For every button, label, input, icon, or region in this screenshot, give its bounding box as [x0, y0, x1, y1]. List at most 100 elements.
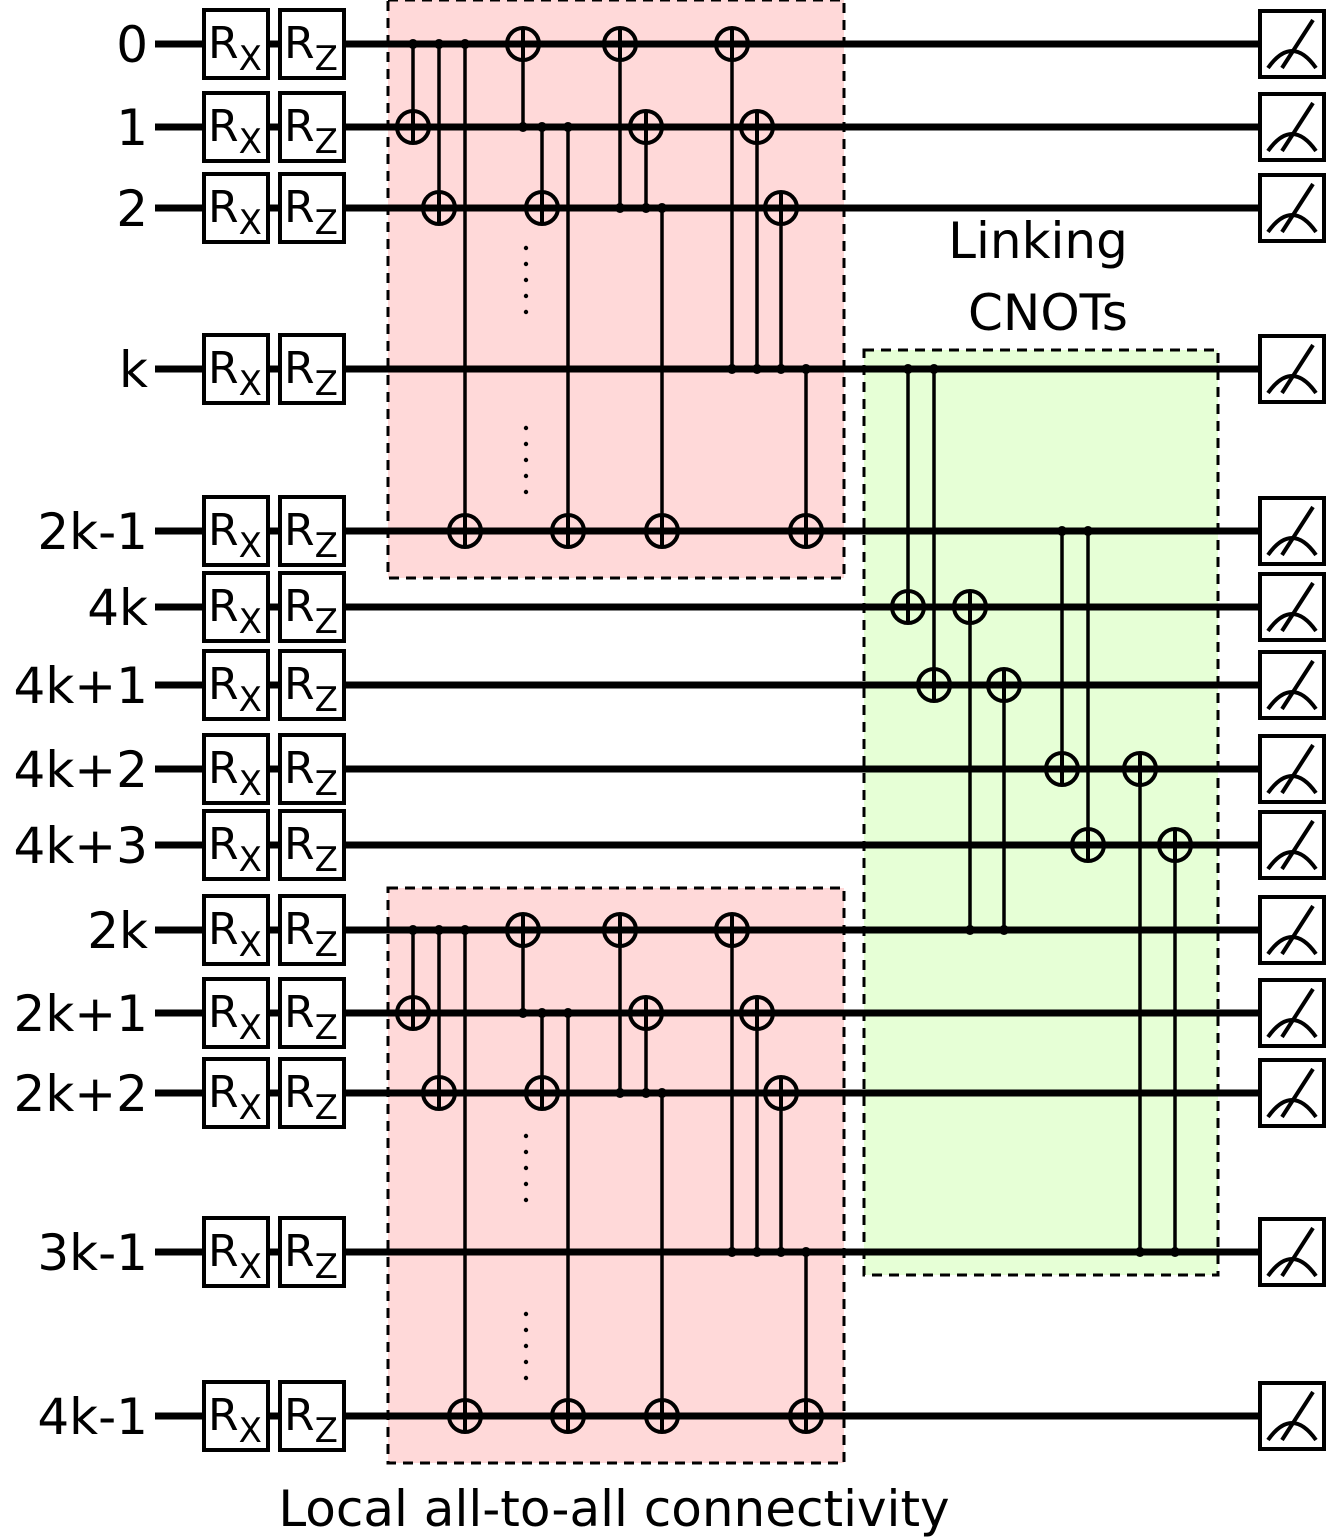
- rz-gate: RZ: [278, 8, 346, 80]
- cnot-target-icon: [628, 995, 664, 1031]
- cnot-target-icon: [739, 995, 775, 1031]
- cnot-target-icon: [550, 1398, 586, 1434]
- rx-gate: RX: [202, 571, 270, 643]
- measurement-meter-icon: [1258, 9, 1326, 79]
- gate-label: RZ: [284, 743, 338, 804]
- gate-box: [202, 894, 270, 966]
- rx-gate: RX: [202, 1057, 270, 1129]
- gate-box: [278, 571, 346, 643]
- cnot-target-icon: [714, 912, 750, 948]
- gate-label: RX: [208, 581, 262, 642]
- gate-label: RX: [208, 101, 262, 162]
- ellipsis-dot: [523, 245, 529, 251]
- cnot-control-dot-icon: [434, 39, 444, 49]
- gate-label: RZ: [284, 819, 338, 880]
- measurement-meter-icon: [1258, 572, 1326, 642]
- gate-box: [202, 172, 270, 244]
- ellipsis-dot: [523, 309, 529, 315]
- rx-gate: RX: [202, 91, 270, 163]
- qubit-label: 4k+2: [14, 741, 148, 799]
- qubit-label: 2k+2: [14, 1065, 148, 1123]
- cnot-control-dot-icon: [657, 1088, 667, 1098]
- measurement-meter-icon: [1258, 650, 1326, 720]
- gate-box: [278, 1380, 346, 1452]
- rx-gate: RX: [202, 333, 270, 405]
- ellipsis-dot: [523, 1327, 529, 1333]
- qubit-label: 1: [116, 99, 148, 157]
- cnot-control-dot-icon: [563, 122, 573, 132]
- rz-gate: RZ: [278, 91, 346, 163]
- local-connectivity-block-top: [386, 0, 846, 580]
- cnot-target-icon: [714, 26, 750, 62]
- gate-box: [202, 495, 270, 567]
- cnot-target-icon: [395, 995, 431, 1031]
- gate-box: [202, 1216, 270, 1288]
- qubit-label: k: [119, 341, 148, 399]
- qubit-label: 4k+1: [14, 657, 148, 715]
- cnot-control-dot-icon: [903, 364, 913, 374]
- ellipsis-dot: [523, 441, 529, 447]
- gate-box: [278, 8, 346, 80]
- rx-gate: RX: [202, 172, 270, 244]
- cnot-control-dot-icon: [460, 925, 470, 935]
- linking-title-line2: CNOTs: [968, 284, 1128, 342]
- cnot-target-icon: [505, 912, 541, 948]
- cnot-control-dot-icon: [1135, 1247, 1145, 1257]
- ellipsis-dot: [523, 457, 529, 463]
- cnot-control-dot-icon: [801, 1247, 811, 1257]
- gate-box: [278, 809, 346, 881]
- measurement-meter-icon: [1258, 734, 1326, 804]
- gate-box: [278, 91, 346, 163]
- gate-box: [202, 1057, 270, 1129]
- cnot-control-dot-icon: [1057, 526, 1067, 536]
- qubit-label: 3k-1: [37, 1224, 148, 1282]
- local-connectivity-block-bottom: [386, 886, 846, 1465]
- cnot-control-dot-icon: [929, 364, 939, 374]
- cnot-target-icon: [1157, 827, 1193, 863]
- cnot-target-icon: [421, 190, 457, 226]
- gate-label: RZ: [284, 101, 338, 162]
- cnot-control-dot-icon: [537, 122, 547, 132]
- rz-gate: RZ: [278, 733, 346, 805]
- cnot-target-icon: [447, 1398, 483, 1434]
- cnot-control-dot-icon: [727, 1247, 737, 1257]
- qubit-label: 2k-1: [37, 503, 148, 561]
- ellipsis-dot: [523, 473, 529, 479]
- gate-box: [278, 894, 346, 966]
- linking-title-line1: Linking: [948, 212, 1128, 270]
- cnot-control-dot-icon: [1083, 526, 1093, 536]
- cnot-target-icon: [602, 26, 638, 62]
- ellipsis-dot: [523, 489, 529, 495]
- measurement-meter-icon: [1258, 978, 1326, 1048]
- cnot-target-icon: [986, 667, 1022, 703]
- qubit-label: 4k-1: [37, 1388, 148, 1446]
- ellipsis-dot: [523, 1181, 529, 1187]
- cnot-control-dot-icon: [563, 1008, 573, 1018]
- cnot-control-dot-icon: [776, 1247, 786, 1257]
- gate-box: [278, 1057, 346, 1129]
- cnot-target-icon: [1070, 827, 1106, 863]
- cnot-control-dot-icon: [518, 1008, 528, 1018]
- rz-gate: RZ: [278, 333, 346, 405]
- measurement-meter-icon: [1258, 92, 1326, 162]
- ellipsis-dot: [523, 425, 529, 431]
- cnot-control-dot-icon: [752, 1247, 762, 1257]
- cnot-target-icon: [788, 1398, 824, 1434]
- cnot-target-icon: [628, 109, 664, 145]
- gate-box: [202, 1380, 270, 1452]
- cnot-control-dot-icon: [752, 364, 762, 374]
- cnot-target-icon: [447, 513, 483, 549]
- ellipsis-dot: [523, 261, 529, 267]
- gate-box: [202, 733, 270, 805]
- cnot-target-icon: [524, 1075, 560, 1111]
- gate-box: [278, 172, 346, 244]
- ellipsis-dot: [523, 1375, 529, 1381]
- rx-gate: RX: [202, 1380, 270, 1452]
- cnot-target-icon: [550, 513, 586, 549]
- cnot-control-dot-icon: [615, 1088, 625, 1098]
- cnot-control-dot-icon: [999, 925, 1009, 935]
- cnot-control-dot-icon: [518, 122, 528, 132]
